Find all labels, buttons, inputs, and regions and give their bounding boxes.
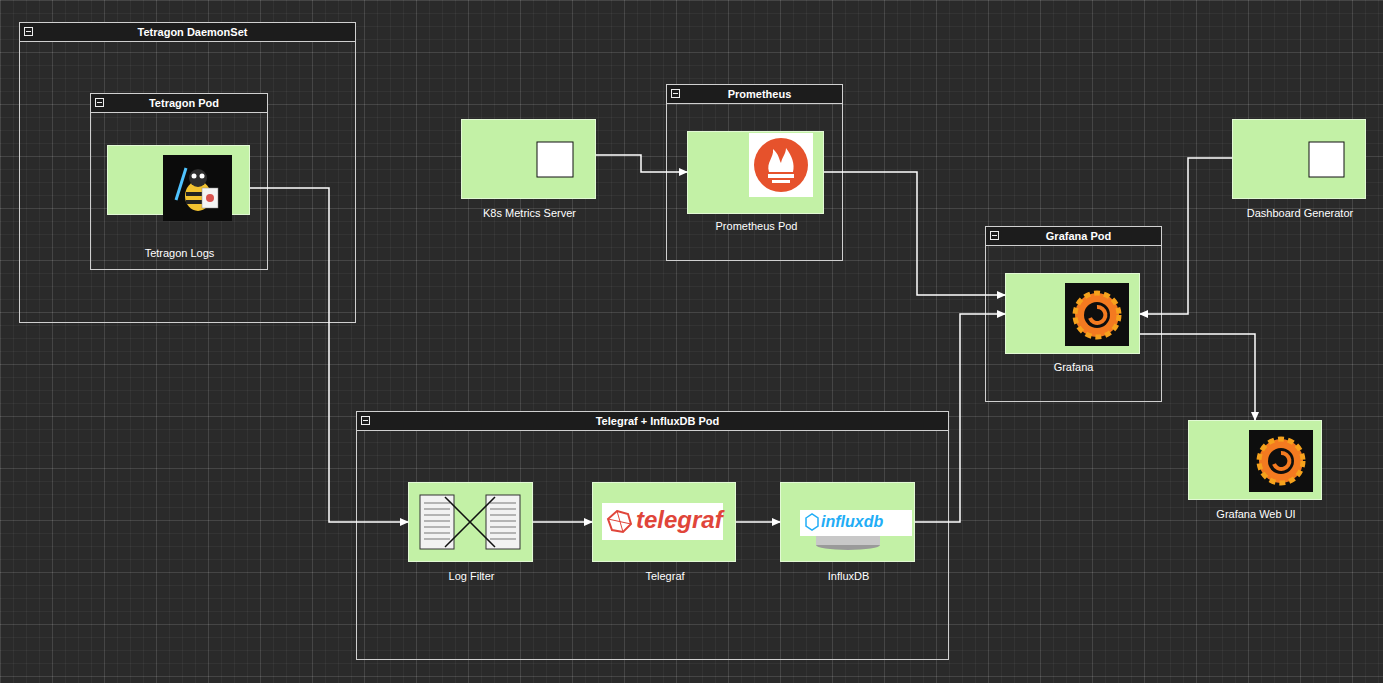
box-label: Tetragon Logs xyxy=(68,247,291,259)
process-box: Dashboard Generator xyxy=(1232,119,1366,199)
group-container: PrometheusPrometheus Pod xyxy=(666,84,843,261)
grafana-icon xyxy=(1065,283,1129,346)
influxdb-logo xyxy=(800,510,912,550)
flow-arrow xyxy=(736,521,780,523)
process-box: Telegraf xyxy=(592,482,736,562)
box-label: Prometheus Pod xyxy=(648,220,865,232)
process-box: Prometheus Pod xyxy=(687,131,824,214)
grafana-icon xyxy=(1249,430,1313,492)
group-title: Prometheus xyxy=(681,88,838,100)
process-box: Grafana xyxy=(1005,273,1140,354)
log-filter-icon xyxy=(420,495,520,549)
group-header: Grafana Pod xyxy=(986,227,1161,246)
box-label: Dashboard Generator xyxy=(1193,207,1383,219)
collapse-icon xyxy=(95,98,104,107)
flow-arrow xyxy=(533,521,592,523)
group-title: Tetragon DaemonSet xyxy=(34,26,351,38)
group-title: Tetragon Pod xyxy=(105,97,263,109)
group-container: Grafana PodGrafana xyxy=(985,226,1162,402)
flow-arrow xyxy=(1140,334,1255,420)
flow-arrow xyxy=(1140,158,1232,314)
prometheus-icon xyxy=(749,133,813,197)
box-label: Log Filter xyxy=(369,570,574,582)
box-label: Grafana Web UI xyxy=(1149,508,1363,520)
logo-text: telegraf xyxy=(636,506,723,534)
tetragon-icon xyxy=(163,155,232,221)
group-header: Tetragon Pod xyxy=(91,94,267,113)
group-header: Prometheus xyxy=(667,85,842,104)
group-title: Grafana Pod xyxy=(1000,230,1157,242)
group-header: Tetragon DaemonSet xyxy=(20,23,355,42)
flow-arrow xyxy=(915,314,1005,522)
placeholder-icon xyxy=(537,142,573,177)
group-container: Tetragon DaemonSetTetragon PodTetragon L… xyxy=(19,22,356,323)
process-box: InfluxDB xyxy=(780,482,915,562)
group-title: Telegraf + InfluxDB Pod xyxy=(371,415,944,427)
process-box: Grafana Web UI xyxy=(1188,420,1322,500)
flow-arrow xyxy=(596,155,687,172)
collapse-icon xyxy=(671,89,680,98)
process-box: Tetragon Logs xyxy=(107,145,250,215)
process-box: Log Filter xyxy=(408,482,533,562)
collapse-icon xyxy=(990,231,999,240)
flow-arrow xyxy=(824,172,1005,295)
group-container: Telegraf + InfluxDB PodLog FilterTelegra… xyxy=(356,411,949,660)
box-label: Telegraf xyxy=(553,570,777,582)
process-box: K8s Metrics Server xyxy=(461,119,596,199)
box-label: InfluxDB xyxy=(741,570,956,582)
telegraf-logo xyxy=(602,503,723,540)
logo-text: influxdb xyxy=(821,513,883,531)
flow-arrow xyxy=(250,188,408,522)
box-label: Grafana xyxy=(966,361,1181,373)
collapse-icon xyxy=(24,27,33,36)
box-label: K8s Metrics Server xyxy=(422,207,637,219)
group-header: Telegraf + InfluxDB Pod xyxy=(357,412,948,431)
placeholder-icon xyxy=(1309,142,1344,177)
collapse-icon xyxy=(361,416,370,425)
group-container: Tetragon PodTetragon Logs xyxy=(90,93,268,270)
